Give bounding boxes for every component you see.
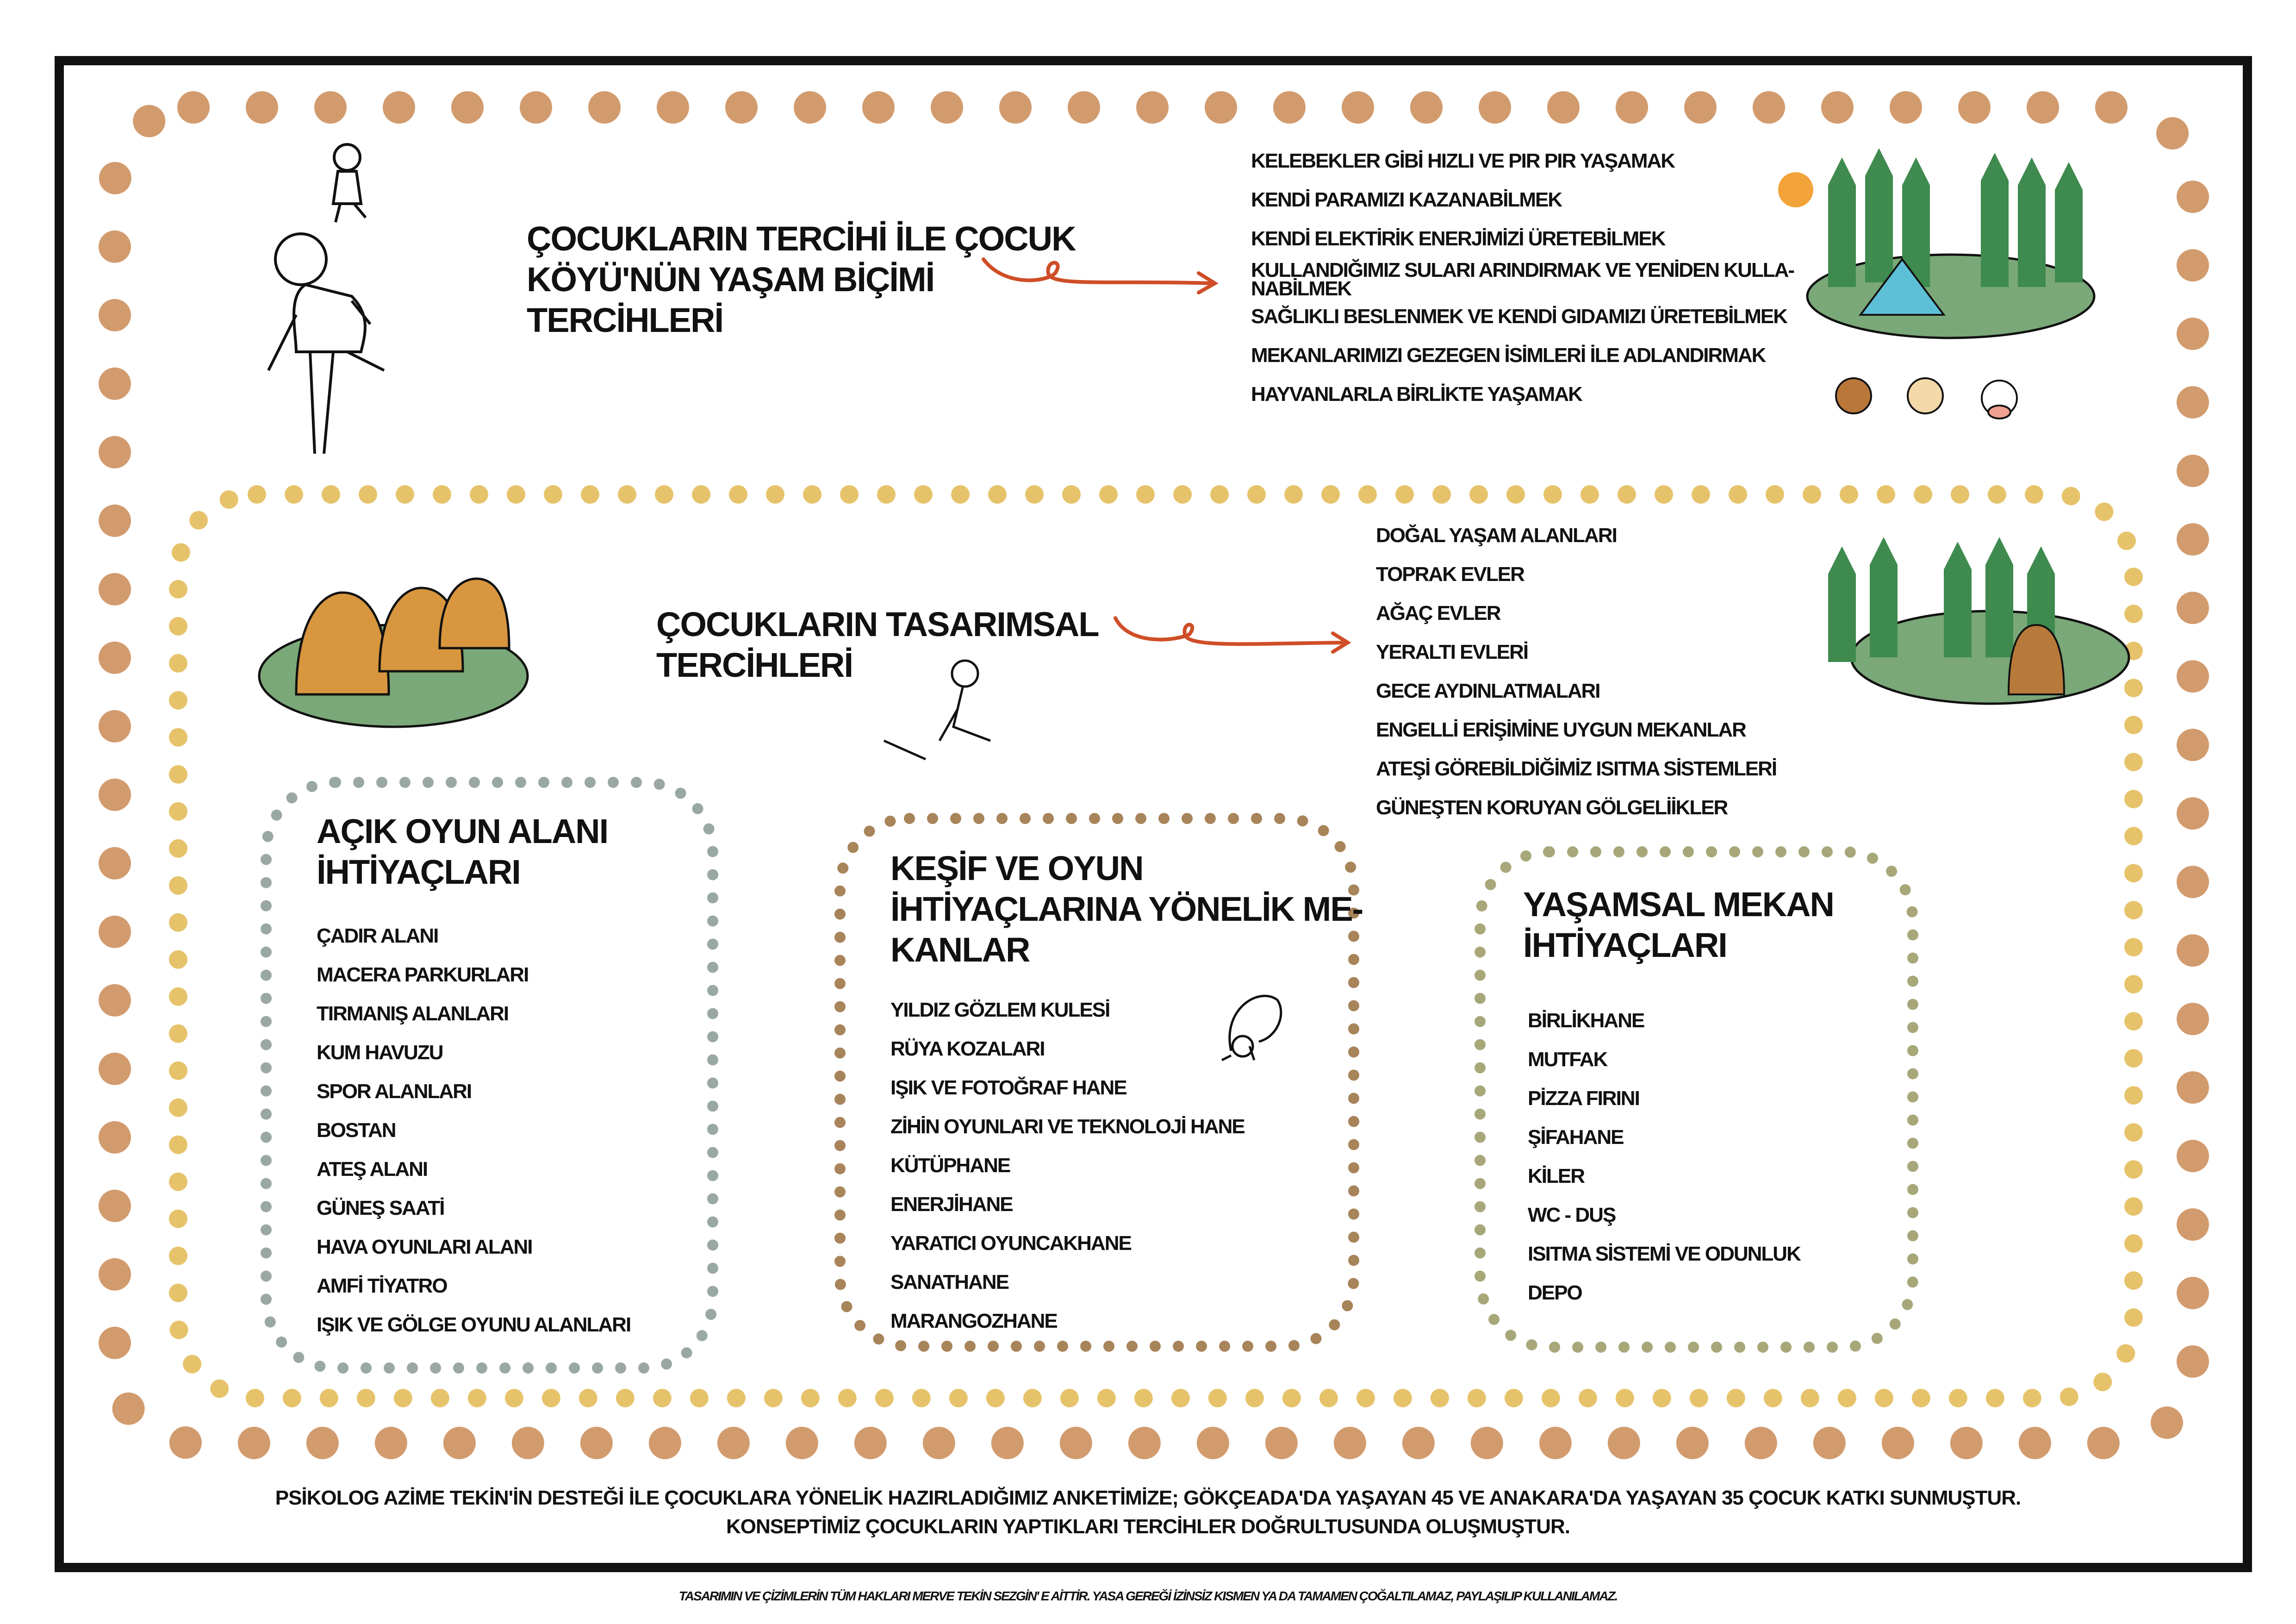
list-item: PİZZA FIRINI: [1528, 1087, 1640, 1110]
list-item: TOPRAK EVLER: [1376, 563, 1525, 586]
title-line: TERCİHLERİ: [656, 646, 853, 684]
list-item: YERALTI EVLERİ: [1376, 641, 1529, 663]
living-list: BİRLİKHANE MUTFAK PİZZA FIRINI ŞİFAHANE …: [1528, 1001, 1801, 1312]
list-item: TIRMANIŞ ALANLARI: [317, 1002, 509, 1025]
list-item: AMFİ TİYATRO: [317, 1274, 448, 1297]
list-item: ŞİFAHANE: [1528, 1126, 1624, 1149]
open-play-title: AÇIK OYUN ALANI İHTİYAÇLARI: [317, 811, 609, 893]
list-item: KÜTÜPHANE: [890, 1154, 1011, 1177]
list-item: KUM HAVUZU: [317, 1041, 444, 1064]
list-item: WC - DUŞ: [1528, 1204, 1616, 1226]
list-item: IŞIK VE FOTOĞRAF HANE: [890, 1076, 1127, 1099]
list-item: SPOR ALANLARI: [317, 1080, 472, 1103]
list-item: SAĞLIKLI BESLENMEK VE KENDİ GIDAMIZI ÜRE…: [1251, 305, 1788, 328]
arrow-icon: [982, 257, 1219, 294]
title-line: YAŞAMSAL MEKAN: [1523, 885, 1835, 924]
arrow-icon: [1114, 616, 1351, 654]
title-line: KEŞİF VE OYUN: [890, 849, 1144, 887]
running-child-illustration: [267, 143, 385, 454]
list-item: IŞIK VE GÖLGE OYUNU ALANLARI: [317, 1313, 631, 1336]
list-item: RÜYA KOZALARI: [890, 1037, 1045, 1060]
list-item: MEKANLARIMIZI GEZEGEN İSİMLERİ İLE ADLAN…: [1251, 344, 1766, 367]
discovery-list: YILDIZ GÖZLEM KULESİ RÜYA KOZALARI IŞIK …: [890, 991, 1245, 1341]
list-item-line: KULLANDIĞIMIZ SULARI ARINDIRMAK VE YENİD…: [1251, 259, 1795, 281]
olive-dotted-box: [1475, 846, 1918, 1353]
stretching-child-illustration: [1221, 994, 1282, 1062]
lifestyle-list: KELEBEKLER GİBİ HIZLI VE PIR PIR YAŞAMAK…: [1251, 142, 1795, 414]
list-item: BİRLİKHANE: [1528, 1009, 1645, 1032]
open-play-list: ÇADIR ALANI MACERA PARKURLARI TIRMANIŞ A…: [317, 917, 631, 1344]
design-list: DOĞAL YAŞAM ALANLARI TOPRAK EVLER AĞAÇ E…: [1376, 516, 1777, 827]
list-item: ISITMA SİSTEMİ VE ODUNLUK: [1528, 1243, 1801, 1265]
title-line: ÇOCUKLARIN TASARIMSAL: [656, 605, 1100, 643]
list-item: KULLANDIĞIMIZ SULARI ARINDIRMAK VE YENİD…: [1251, 258, 1795, 300]
list-item: ÇADIR ALANI: [317, 924, 439, 947]
living-title: YAŞAMSAL MEKAN İHTİYAÇLARI: [1523, 884, 1835, 966]
list-item: YILDIZ GÖZLEM KULESİ: [890, 999, 1110, 1021]
list-item: MARANGOZHANE: [890, 1310, 1058, 1332]
title-line: KANLAR: [890, 931, 1030, 969]
list-item: HAVA OYUNLARI ALANI: [317, 1236, 533, 1258]
list-item: ATEŞ ALANI: [317, 1158, 428, 1181]
sitting-child-illustration: [883, 659, 991, 761]
title-line: ÇOCUKLARIN TERCİHİ İLE ÇOCUK: [527, 219, 1076, 258]
list-item: KENDİ PARAMIZI KAZANABİLMEK: [1251, 188, 1562, 211]
list-item: GECE AYDINLATMALARI: [1376, 680, 1601, 702]
list-item: SANATHANE: [890, 1271, 1009, 1293]
brown-dotted-box: [834, 813, 1359, 1352]
list-item: AĞAÇ EVLER: [1376, 602, 1501, 625]
footer-note: PSİKOLOG AZİME TEKİN'İN DESTEĞİ İLE ÇOCU…: [0, 1484, 2296, 1541]
outer-dotted-border: [99, 91, 2209, 1459]
title-line: KÖYÜ'NÜN YAŞAM BİÇİMİ: [527, 260, 935, 299]
list-item: YARATICI OYUNCAKHANE: [890, 1232, 1132, 1255]
list-item: ENERJİHANE: [890, 1193, 1014, 1216]
footer-line: KONSEPTİMİZ ÇOCUKLARIN YAPTIKLARI TERCİH…: [726, 1515, 1570, 1538]
list-item: MACERA PARKURLARI: [317, 963, 529, 986]
page-frame: [55, 56, 2252, 1572]
forest-treehouse-illustration: [1828, 537, 2130, 705]
list-item: MUTFAK: [1528, 1048, 1608, 1071]
forest-tent-illustration: [1778, 148, 2096, 339]
design-title: ÇOCUKLARIN TASARIMSAL TERCİHLERİ: [656, 604, 1100, 686]
footer-line: PSİKOLOG AZİME TEKİN'İN DESTEĞİ İLE ÇOCU…: [275, 1487, 2022, 1509]
title-line: İHTİYAÇLARI: [1523, 926, 1728, 964]
animals-icon: [1835, 377, 2018, 419]
title-line: İHTİYAÇLARINA YÖNELİK ME-: [890, 890, 1363, 928]
list-item: ATEŞİ GÖREBİLDİĞİMİZ ISITMA SİSTEMLERİ: [1376, 757, 1777, 780]
inner-dotted-border: [169, 485, 2143, 1407]
title-line: İHTİYAÇLARI: [317, 853, 521, 891]
list-item-line: NABİLMEK: [1251, 277, 1352, 300]
list-item: GÜNEŞTEN KORUYAN GÖLGELİİKLER: [1376, 796, 1728, 819]
list-item: KELEBEKLER GİBİ HIZLI VE PIR PIR YAŞAMAK: [1251, 150, 1675, 172]
lifestyle-title: ÇOCUKLARIN TERCİHİ İLE ÇOCUK KÖYÜ'NÜN YA…: [527, 219, 1076, 341]
title-line: TERCİHLERİ: [527, 301, 724, 339]
list-item: BOSTAN: [317, 1119, 397, 1142]
list-item: ZİHİN OYUNLARI VE TEKNOLOJİ HANE: [890, 1115, 1245, 1138]
list-item: DOĞAL YAŞAM ALANLARI: [1376, 524, 1618, 547]
discovery-title: KEŞİF VE OYUN İHTİYAÇLARINA YÖNELİK ME- …: [890, 848, 1363, 970]
list-item: HAYVANLARLA BİRLİKTE YAŞAMAK: [1251, 383, 1583, 406]
list-item: KİLER: [1528, 1165, 1585, 1187]
list-item: GÜNEŞ SAATİ: [317, 1197, 445, 1219]
title-line: AÇIK OYUN ALANI: [317, 812, 609, 850]
list-item: DEPO: [1528, 1281, 1583, 1304]
list-item: ENGELLİ ERİŞİMİNE UYGUN MEKANLAR: [1376, 718, 1747, 741]
copyright-notice: TASARIMIN VE ÇİZİMLERİN TÜM HAKLARI MERV…: [678, 1589, 1618, 1603]
earth-huts-illustration: [258, 577, 529, 728]
list-item: KENDİ ELEKTİRİK ENERJİMİZİ ÜRETEBİLMEK: [1251, 227, 1666, 250]
